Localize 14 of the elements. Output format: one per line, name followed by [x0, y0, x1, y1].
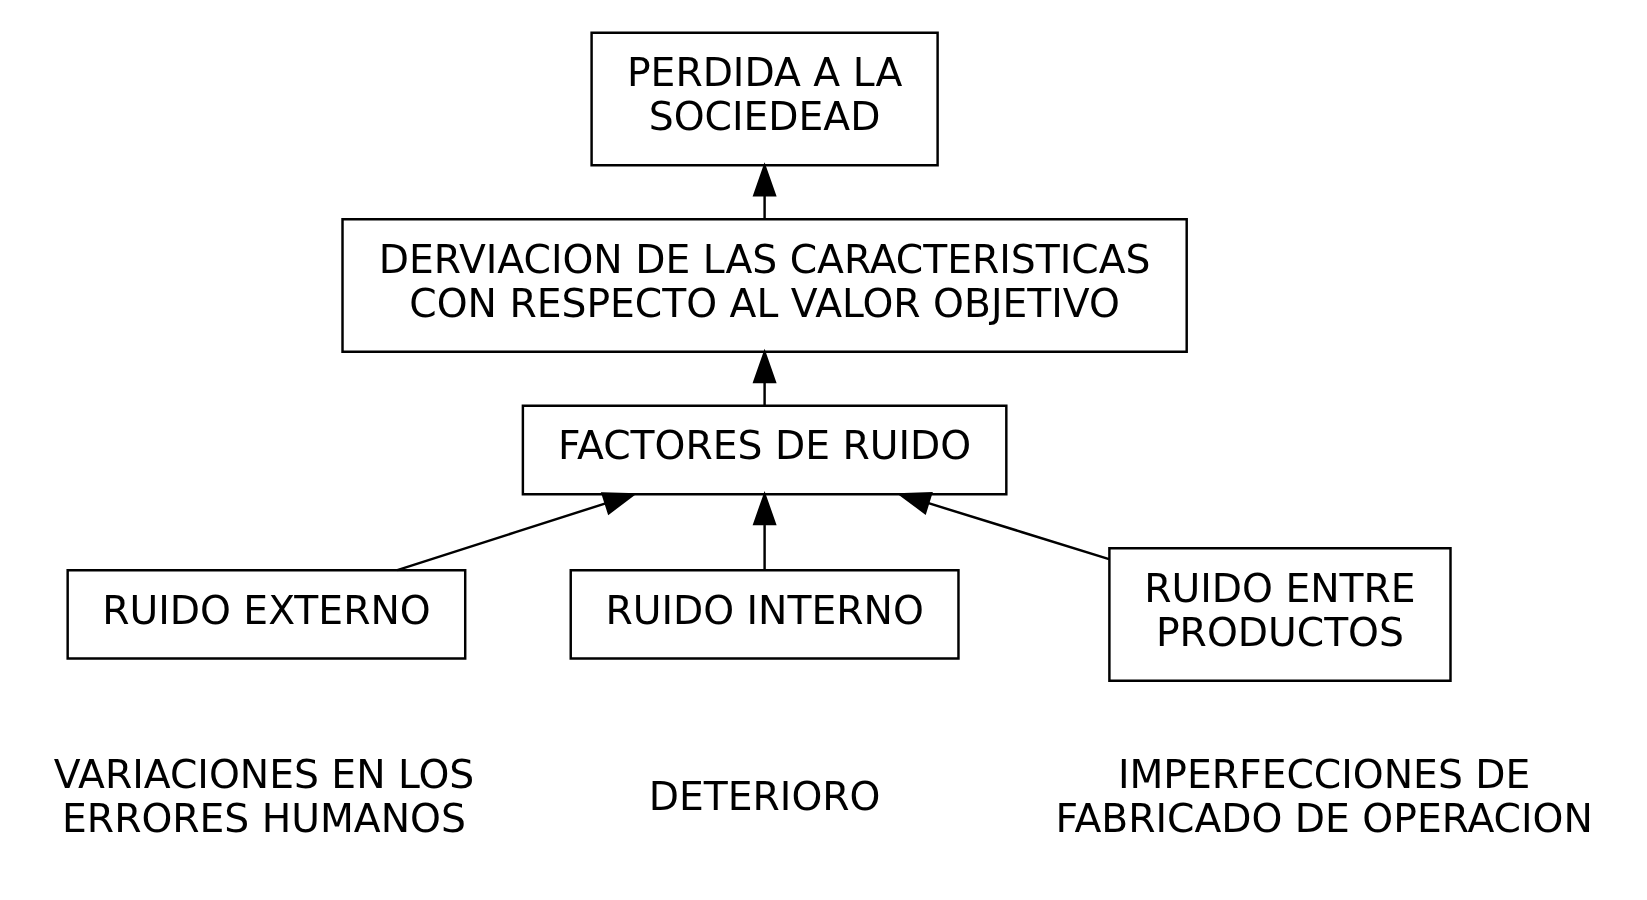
node-box: RUIDO EXTERNO: [66, 569, 467, 660]
arrow: [752, 348, 777, 406]
arrow: [752, 162, 777, 219]
arrow: [896, 491, 1110, 561]
node-box: RUIDO INTERNO: [569, 569, 960, 660]
node-box: DERVIACION DE LAS CARACTERISTICAS CON RESPECTO AL VALOR OBJETIVO: [341, 218, 1188, 354]
node-label: IMPERFECCIONES DE FABRICADO DE OPERACION: [1055, 752, 1593, 842]
arrow: [396, 492, 638, 572]
node-box: PERDIDA A LA SOCIEDEAD: [590, 31, 939, 167]
node-box: FACTORES DE RUIDO: [521, 404, 1008, 496]
arrow: [752, 490, 777, 571]
node-label: VARIACIONES EN LOS ERRORES HUMANOS: [53, 752, 475, 842]
node-label: DETERIORO: [648, 774, 881, 820]
node-box: RUIDO ENTRE PRODUCTOS: [1108, 546, 1452, 682]
